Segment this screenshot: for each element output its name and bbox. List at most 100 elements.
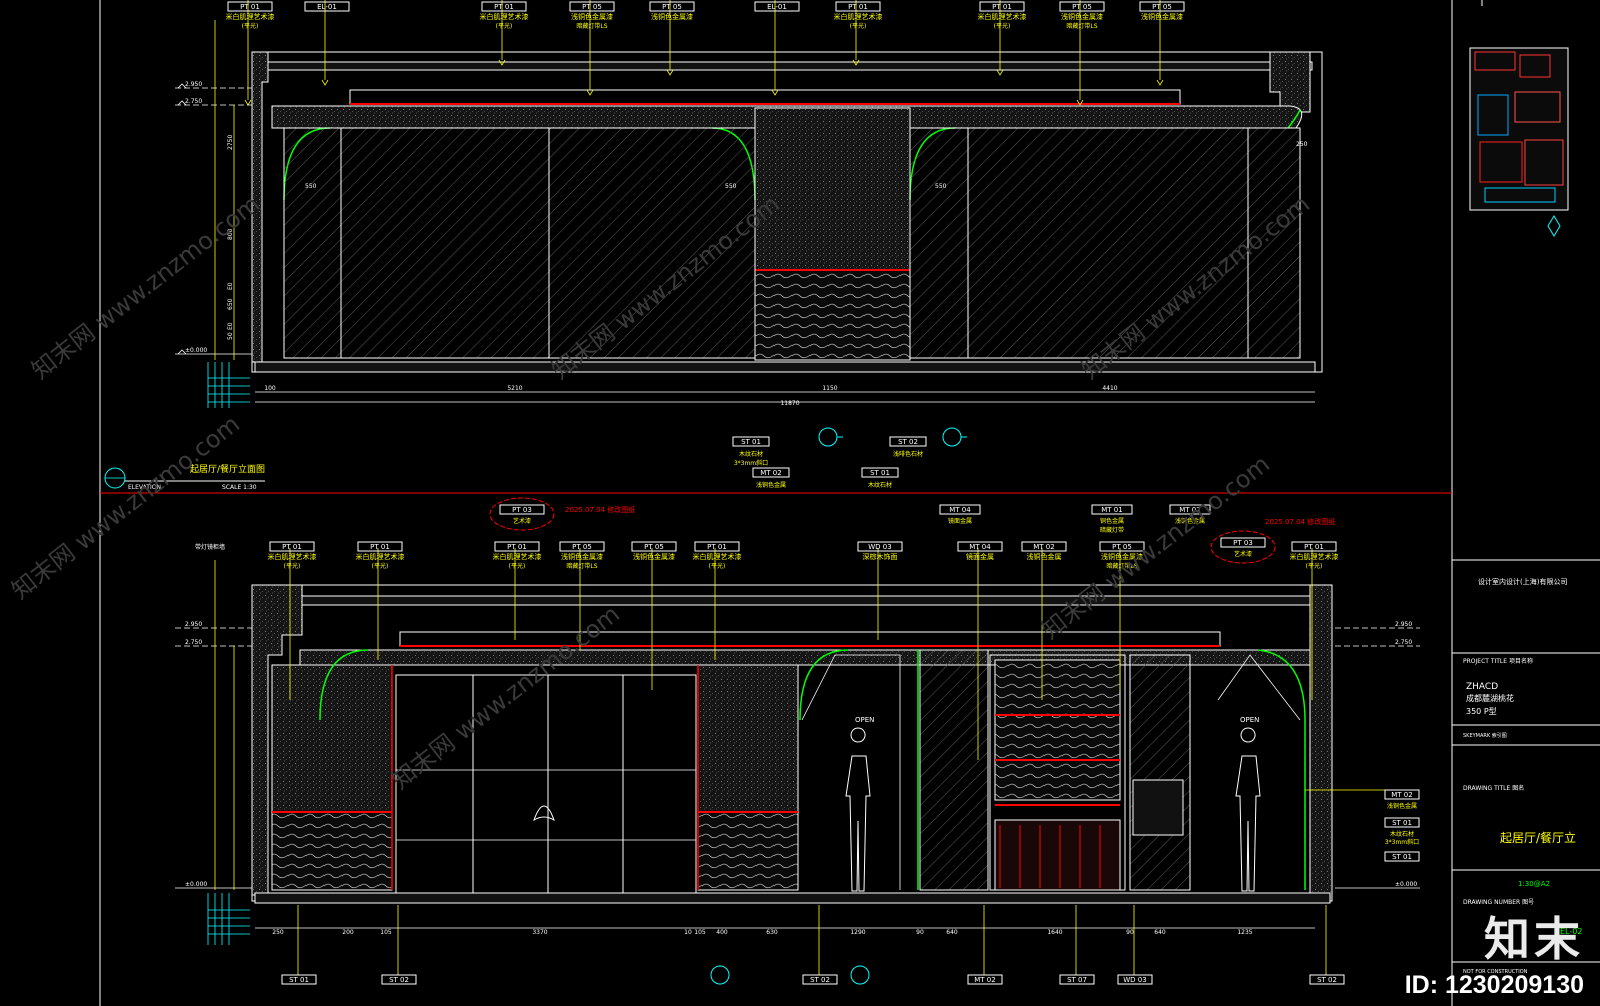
open-label: OPEN [1240,716,1259,724]
keymark-label: SKEYMARK 索引图 [1463,732,1507,739]
lower-bottom-dim: 1235 [1237,929,1252,936]
section-bubble [850,965,870,985]
upper-bottom-dim: 100 [264,385,276,392]
upper-tag-arrow [771,89,779,96]
lower-tag-code: PT 01 [707,543,727,551]
upper-tag-sub: 暗藏灯带LS [1066,22,1097,30]
lower-pillar-base-left [271,811,393,891]
extra-tag-box [1091,504,1133,515]
upper-tag-box [754,1,800,12]
lower-tag-desc: 浅铜色金属 [1027,552,1062,561]
level-text: 2.950 [1395,621,1412,628]
upper-tag-box [481,1,527,12]
lower-bottom-dim: 105 [380,929,392,936]
open-label: OPEN [855,716,874,724]
upper-callout-sub: 3*3mm斜口 [734,459,768,467]
upper-total-dim: 11870 [780,400,799,407]
upper-right-beam [1269,51,1311,113]
bottom-tag-code: ST 02 [389,976,409,984]
section-bubble [818,427,838,447]
lower-floor-slab [254,892,1331,904]
drawing-title-label: DRAWING TITLE 图名 [1463,784,1524,792]
upper-tag-code: PT 01 [240,3,260,11]
wood-panel [919,649,989,891]
company-name: 设计室内设计(上海)有限公司 [1478,577,1567,586]
lower-bottom-dim: 400 [716,929,728,936]
dim-text: E0 [227,282,234,290]
upper-tag-code: PT 05 [582,3,602,11]
level-text: ±0.000 [1395,881,1417,888]
lower-tag-desc: 镜面金属 [966,552,994,561]
cloud-tag-code: PT 03 [512,506,532,514]
cloud-tag-box [1220,537,1266,548]
keyplan-room [1524,139,1564,186]
upper-tag-arrow [498,59,506,66]
upper-dim-550: 550 [935,183,947,190]
lower-tag-desc: 米白肌理艺术漆 [693,552,742,561]
upper-tag-box [649,1,695,12]
lower-tag-sub: (平光) [1306,562,1323,570]
upper-dim-250: 250 [1296,141,1308,148]
upper-panel-1 [283,127,342,359]
misc-label: 带灯镜柜墙 [195,543,225,551]
revision-note-right: 2025.07.04 修改图纸 [1265,517,1335,526]
lower-tag-sub: (平光) [372,562,389,570]
lower-bottom-dim: 90 [1126,929,1134,936]
extra-tag-desc: 浅铜色金属 [1175,517,1205,525]
upper-tag-box [304,1,350,12]
level-text: 2.950 [185,621,202,628]
side-tag-desc: 木纹石材 [1390,830,1414,838]
level-text: ±0.000 [185,347,207,354]
lower-tag-desc: 米白肌理艺术漆 [493,552,542,561]
upper-tag-sub: (平光) [496,22,513,30]
upper-ceiling-trough [349,89,1181,105]
cloud-tag-desc: 艺术漆 [513,517,531,525]
side-tag-box [1384,851,1420,862]
lower-bottom-dim: 105 [694,929,706,936]
upper-callout-box [889,436,927,447]
project-title-label: PROJECT TITLE 项目名称 [1463,657,1533,665]
lower-tag-sub: 暗藏灯带LS [1106,562,1137,570]
upper-tag-sub: (平光) [994,22,1011,30]
glass-door [395,674,697,894]
lower-right-wall [1309,584,1333,902]
side-tag-sub: 3*3mm斜口 [1385,838,1419,846]
asset-id: ID: 1230209130 [1404,971,1584,999]
lower-tag-code: PT 05 [1112,543,1132,551]
extra-tag-code: MT 01 [1101,506,1122,514]
bottom-tag-code: ST 02 [1317,976,1337,984]
upper-tag-desc: 米白肌理艺术漆 [480,12,529,21]
cloud-tag-desc: 艺术漆 [1234,550,1252,558]
lower-arch [799,649,849,721]
sheet-number: EL-02 [1560,927,1582,936]
lower-tag-sub: 暗藏灯带LS [566,562,597,570]
north-marker [1547,215,1561,237]
upper-tag-arrow [586,89,594,96]
lower-tag-code: PT 05 [572,543,592,551]
upper-callout-desc: 木纹石材 [868,481,892,489]
upper-tag-sub: 暗藏灯带LS [576,22,607,30]
lower-bottom-dim: 1640 [1047,929,1062,936]
upper-tag-arrow [244,99,252,106]
upper-tag-box [569,1,615,12]
upper-slab [261,61,1313,71]
level-marker [177,349,187,355]
lower-bottom-dim: 1290 [850,929,865,936]
upper-callout-box [752,467,790,478]
drawing-title: 起居厅/餐厅立 [1500,830,1576,845]
level-text: ±0.000 [185,881,207,888]
dim-text: 800 [227,228,234,240]
upper-stone-base [754,269,911,361]
lower-bottom-dim: 250 [272,929,284,936]
upper-callout-code: ST 01 [741,438,761,446]
bottom-tag-box [802,974,838,985]
upper-dim-550: 550 [305,183,317,190]
upper-tag-desc: 浅铜色金属漆 [571,12,613,21]
revision-cloud [1210,530,1276,564]
upper-tag-box [1139,1,1185,12]
upper-tag-desc: 浅铜色金属漆 [651,12,693,21]
revision-note-left: 2025.07.04 修改图纸 [565,505,635,514]
level-text: 2.750 [1395,639,1412,646]
project-sub: 350 P型 [1466,707,1497,716]
